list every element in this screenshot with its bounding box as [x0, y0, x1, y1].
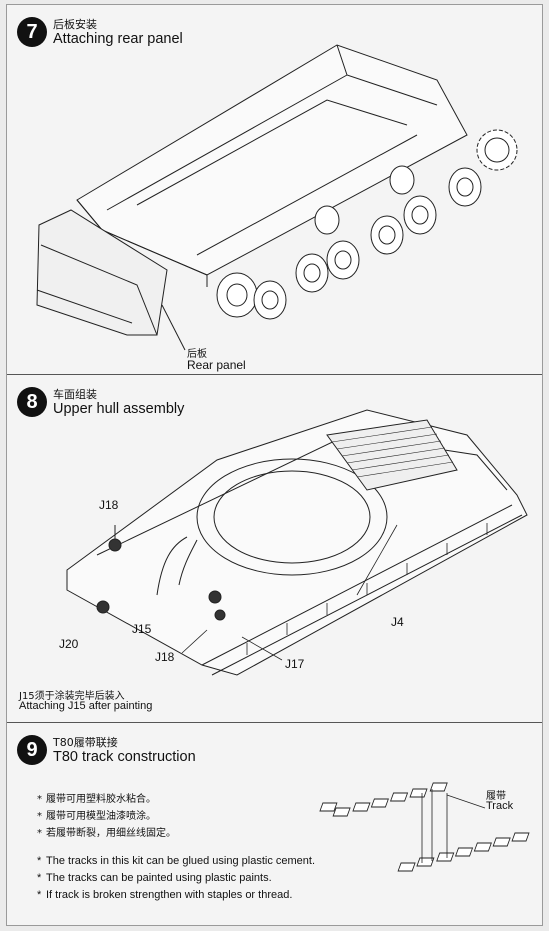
part-j17: J17	[285, 657, 305, 671]
track-upper-row	[319, 782, 448, 817]
upper-hull-drawing	[66, 409, 528, 676]
note-cn-item: *若履带断裂，用细丝线固定。	[37, 828, 176, 839]
note-en-item: *If track is broken strengthen with stap…	[37, 889, 293, 901]
step-8-note-cn: J15须于涂装完毕后装入	[19, 691, 125, 702]
step-9-notes-cn: *履带可用塑料胶水粘合。 *履带可用模型油漆喷涂。 *若履带断裂，用细丝线固定。	[37, 791, 176, 842]
instruction-page: 7 后板安装 Attaching rear panel	[6, 4, 543, 926]
track-links-drawing	[319, 782, 530, 872]
step-9-title-cn: T80履带联接	[53, 736, 118, 749]
rear-panel-callout-en: Rear panel	[187, 358, 246, 372]
track-lower-row	[397, 832, 530, 872]
part-j4: J4	[391, 615, 404, 629]
part-j15: J15	[132, 622, 152, 636]
note-cn-item: *履带可用模型油漆喷涂。	[37, 811, 156, 822]
track-label-en: Track	[486, 800, 514, 812]
note-en-item: *The tracks can be painted using plastic…	[37, 872, 272, 884]
part-j18-top: J18	[99, 498, 119, 512]
step-8-number: 8	[17, 387, 47, 417]
step-8-note-en: Attaching J15 after painting	[19, 700, 153, 712]
step-7-number: 7	[17, 17, 47, 47]
step-9-notes-en: *The tracks in this kit can be glued usi…	[37, 853, 315, 904]
step-9-number: 9	[17, 735, 47, 765]
note-en-item: *The tracks in this kit can be glued usi…	[37, 855, 316, 867]
part-j18-bottom: J18	[155, 650, 175, 664]
step-7-title-cn: 后板安装	[53, 18, 97, 31]
hull-chassis-drawing	[36, 44, 518, 351]
step-7-section: 7 后板安装 Attaching rear panel	[7, 5, 542, 375]
step-8-title-cn: 车面组装	[53, 388, 97, 401]
rear-panel-callout-cn: 后板	[187, 349, 207, 360]
note-cn-item: *履带可用塑料胶水粘合。	[37, 794, 156, 805]
part-j20: J20	[59, 637, 79, 651]
track-label-cn: 履带	[486, 791, 506, 802]
step-9-section: 9 T80履带联接 T80 track construction *履带可用塑料…	[7, 723, 542, 925]
step-8-title-en: Upper hull assembly	[53, 401, 185, 417]
step-9-title-en: T80 track construction	[53, 749, 196, 765]
step-8-section: 8 车面组装 Upper hull assembly	[7, 375, 542, 723]
step-7-title-en: Attaching rear panel	[53, 31, 183, 47]
